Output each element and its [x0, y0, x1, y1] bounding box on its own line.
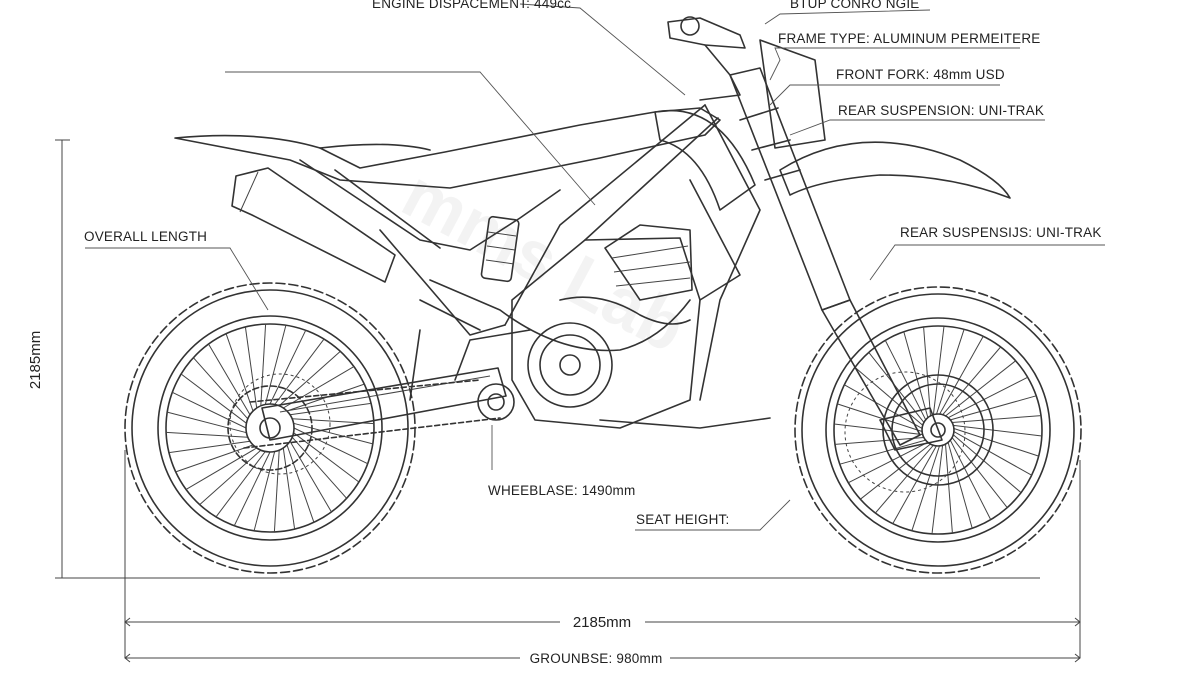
spoke: [264, 325, 287, 405]
spoke: [837, 403, 923, 432]
spoke: [848, 441, 929, 484]
spoke: [180, 373, 247, 424]
spoke: [253, 451, 276, 531]
spoke: [289, 441, 332, 513]
spoke: [947, 442, 973, 529]
spoke: [945, 360, 1016, 417]
engine: [454, 224, 771, 429]
wheelbase-label: WHEEBLASE: 1490mm: [488, 483, 635, 498]
spoke: [166, 431, 248, 438]
spoke: [868, 352, 925, 423]
spoke: [283, 366, 355, 409]
spoke: [931, 445, 944, 534]
height-dimension-label: 2185mm: [27, 331, 44, 389]
spoke: [233, 451, 271, 526]
spoke: [932, 326, 945, 415]
spoke: [945, 444, 953, 534]
spoke: [949, 439, 992, 520]
spoke: [953, 424, 1042, 437]
front-fork-label: FRONT FORK: 48mm USD: [836, 67, 1005, 82]
spoke: [208, 343, 251, 415]
spoke: [834, 437, 924, 445]
front-fork: [729, 67, 1011, 451]
spoke: [892, 445, 937, 524]
spoke: [950, 395, 1037, 421]
spoke: [844, 384, 923, 429]
spoke: [273, 450, 280, 532]
rear-suspension-mid-label: REAR SUSPENSIJS: UNI-TRAK: [900, 225, 1102, 240]
spoke: [282, 447, 296, 530]
spoke: [193, 357, 249, 420]
spoke: [951, 437, 1008, 508]
ground-dimension-label: GROUNBSE: 980mm: [530, 651, 663, 666]
spoke: [278, 351, 341, 407]
handlebar: [667, 16, 826, 149]
front-wheel: [794, 286, 1082, 574]
spoke: [952, 415, 1042, 423]
spoke: [854, 367, 924, 426]
exhaust: [231, 167, 691, 352]
spoke: [839, 439, 926, 465]
seat-height-label: SEAT HEIGHT:: [636, 512, 729, 527]
spoke: [269, 330, 307, 405]
spoke: [291, 436, 347, 499]
spoke: [953, 428, 1039, 457]
spoke: [289, 402, 372, 416]
spoke: [923, 326, 931, 416]
spoke: [884, 340, 927, 421]
bodywork: [174, 107, 756, 301]
spoke: [260, 324, 267, 406]
spoke: [942, 346, 1001, 416]
spoke: [185, 447, 257, 490]
swingarm: [243, 367, 515, 449]
rear-wheel: [124, 282, 416, 574]
spoke: [175, 444, 254, 473]
dimension-lines: [55, 139, 1081, 663]
spoke: [293, 432, 360, 483]
rear-suspension-top-label: REAR SUSPENSION: UNI-TRAK: [838, 103, 1044, 118]
spoke: [215, 451, 266, 518]
spoke: [936, 329, 965, 415]
frame-type-label: FRAME TYPE: ALUMINUM PERMEITERE: [778, 31, 1041, 46]
rear-shock: [480, 215, 520, 283]
spoke: [172, 391, 247, 429]
spoke: [834, 423, 923, 436]
spoke: [875, 444, 934, 514]
brake-discs: [229, 371, 966, 493]
stop-control-label: BTUP CONRO NGIE: [790, 0, 920, 11]
spoke: [286, 444, 315, 523]
spoke: [225, 333, 254, 412]
spoke: [274, 338, 325, 405]
spoke: [199, 449, 262, 505]
spoke: [168, 440, 251, 454]
spoke: [903, 331, 929, 418]
leader-lines: [85, 3, 1105, 531]
overall-length-label: OVERALL LENGTH: [84, 229, 207, 244]
engine-displacement-label: ENGINE DISPACEMENT: 449cc: [372, 0, 571, 11]
spoke: [167, 411, 247, 434]
spoke: [953, 431, 1032, 476]
spoke: [947, 376, 1028, 419]
spoke: [293, 422, 373, 445]
spoke: [244, 326, 258, 409]
spoke: [952, 434, 1022, 493]
length-dimension-label: 2185mm: [573, 614, 631, 631]
spoke: [939, 336, 984, 415]
spoke: [860, 443, 931, 500]
